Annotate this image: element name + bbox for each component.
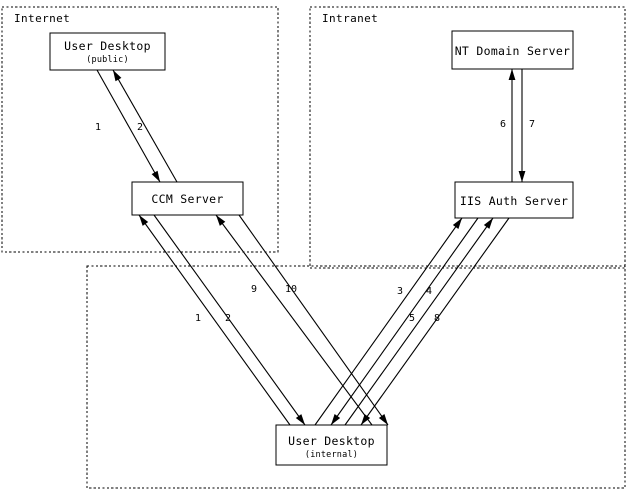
- flow-flow-2-internal: [153, 214, 306, 426]
- arrowhead-icon-step-2: [295, 414, 305, 425]
- node-boxes-group: User Desktop (public) CCM Server NT Domain …: [49, 30, 574, 466]
- step-label-flow-5: 5: [409, 313, 415, 324]
- zone-internet: Internet: [1, 6, 279, 253]
- flow-line-step-5: [344, 217, 494, 426]
- arrowhead-icon-step-4: [331, 414, 341, 425]
- node-box-nt-domain-server[interactable]: [451, 30, 574, 70]
- flow-flow-6: [508, 69, 516, 182]
- step-label-flow-3: 3: [397, 286, 403, 297]
- flow-flow-3: [314, 217, 463, 426]
- flow-flow-5: [344, 217, 494, 426]
- zone-border-internet: [1, 6, 279, 253]
- flow-line-step-10: [238, 214, 389, 426]
- flow-flow-1-public: [96, 69, 161, 183]
- flow-line-step-1: [138, 214, 291, 426]
- flow-flow-2-public: [112, 69, 178, 183]
- arrowhead-icon-step-5: [483, 218, 493, 229]
- flow-flow-1-internal: [138, 214, 291, 426]
- flow-arrows-group: [96, 69, 526, 426]
- flow-flow-8: [360, 217, 510, 426]
- arrowhead-icon-step-3: [452, 218, 462, 229]
- node-iis-auth-server[interactable]: IIS Auth Server: [454, 181, 574, 219]
- arrowhead-icon-step-9: [216, 215, 226, 226]
- flow-line-step-2: [153, 214, 306, 426]
- zone-intranet: Intranet: [309, 6, 626, 269]
- node-user-desktop-public[interactable]: User Desktop (public): [49, 32, 166, 71]
- flow-line-step-9: [215, 214, 373, 426]
- step-label-flow-1-internal: 1: [195, 313, 201, 324]
- node-box-iis-auth-server[interactable]: [454, 181, 574, 219]
- node-box-user-desktop-public[interactable]: [49, 32, 166, 71]
- node-sublabel-user-desktop-internal: (internal): [305, 450, 358, 460]
- flow-line-step-2: [112, 69, 178, 183]
- node-label-nt-domain-server: NT Domain Server: [455, 44, 571, 58]
- step-label-flow-10: 10: [285, 284, 297, 295]
- node-label-user-desktop-public: User Desktop: [64, 39, 151, 53]
- arrowhead-icon-step-6: [508, 69, 516, 80]
- step-label-flow-2-internal: 2: [225, 313, 231, 324]
- zone-internal: [86, 265, 626, 489]
- step-label-flow-9: 9: [251, 284, 257, 295]
- zone-border-intranet: [309, 6, 626, 269]
- arrowhead-icon-step-1: [139, 215, 149, 226]
- node-nt-domain-server[interactable]: NT Domain Server: [451, 30, 574, 70]
- flow-flow-4: [330, 217, 479, 426]
- arrowhead-icon-step-2: [113, 70, 122, 82]
- arrowhead-icon-step-7: [518, 171, 526, 182]
- step-label-flow-2-public: 2: [137, 122, 143, 133]
- arrowhead-icon-step-10: [378, 414, 388, 425]
- zone-label-internet: Internet: [14, 12, 70, 25]
- zone-border-internal: [86, 265, 626, 489]
- arrowhead-icon-step-8: [361, 414, 371, 425]
- flow-flow-10: [238, 214, 389, 426]
- node-label-iis-auth-server: IIS Auth Server: [460, 194, 568, 208]
- node-box-user-desktop-internal[interactable]: [275, 424, 388, 466]
- step-label-flow-1-public: 1: [95, 122, 101, 133]
- node-ccm-server[interactable]: CCM Server: [131, 181, 244, 216]
- node-label-ccm-server: CCM Server: [151, 192, 223, 206]
- arrowhead-icon-step-1: [151, 170, 160, 182]
- node-label-user-desktop-internal: User Desktop: [288, 434, 375, 448]
- step-label-flow-4: 4: [426, 286, 432, 297]
- flow-line-step-1: [96, 69, 161, 183]
- step-label-flow-8: 8: [434, 313, 440, 324]
- node-sublabel-user-desktop-public: (public): [86, 55, 129, 65]
- flow-line-step-8: [360, 217, 510, 426]
- flow-line-step-4: [330, 217, 479, 426]
- zone-label-intranet: Intranet: [322, 12, 378, 25]
- flow-flow-7: [518, 69, 526, 182]
- step-label-flow-7: 7: [529, 119, 535, 130]
- flow-line-step-3: [314, 217, 463, 426]
- zone-boundaries-group: Internet Intranet: [1, 6, 626, 489]
- step-labels-group: 1 2 1 2 9 10 3 4 5 8 6 7: [95, 119, 535, 324]
- flow-flow-9: [215, 214, 373, 426]
- node-user-desktop-internal[interactable]: User Desktop (internal): [275, 424, 388, 466]
- step-label-flow-6: 6: [500, 119, 506, 130]
- node-box-ccm-server[interactable]: [131, 181, 244, 216]
